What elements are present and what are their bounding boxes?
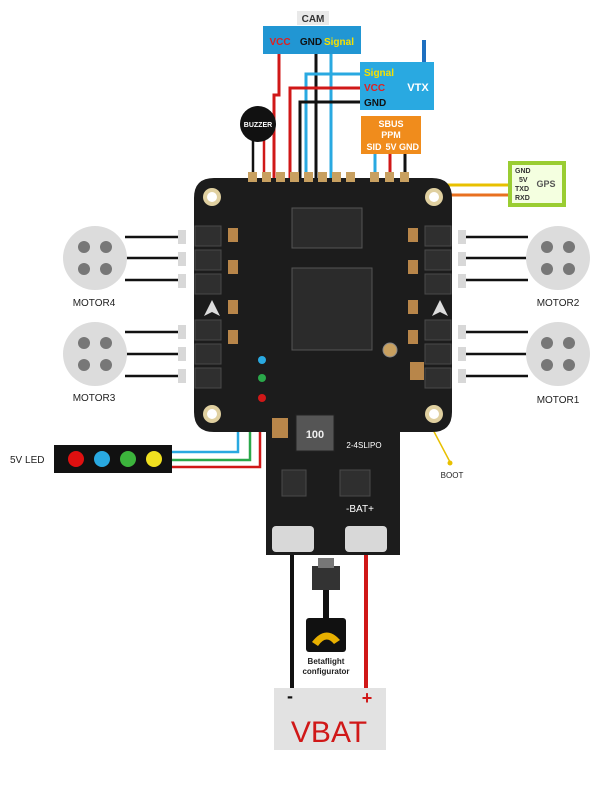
motor1: MOTOR1 [526,322,590,406]
motor4: MOTOR4 [63,226,127,309]
vbat-minus: - [287,686,293,706]
inductor-label: 100 [306,429,324,441]
motor1-wires [462,330,528,378]
vtx-gnd-label: GND [364,98,386,109]
cam-vcc-wire [272,54,281,178]
buzzer: BUZZER [240,106,276,142]
sbus-label: SBUS [378,119,403,129]
vbat-battery: - + VBAT [274,686,386,750]
motor2-wires [462,235,528,282]
gps-txd-label: TXD [515,186,529,193]
motor2-label: MOTOR2 [537,298,580,309]
sbus-block: SBUS PPM SID 5V GND [361,116,421,154]
betaflight-configurator: Betaflight configurator [302,618,350,676]
bat-label: -BAT+ [346,504,374,515]
gps-block: GND 5V TXD RXD GPS [508,161,566,207]
cam-gnd-label: GND [300,37,322,48]
cam-signal-label: Signal [324,37,354,48]
vtx-title: VTX [407,82,429,94]
usb-plug-tip [318,558,334,568]
motor3-wires [125,330,178,378]
vtx-signal-wire [304,72,362,178]
vbat-plus: + [362,688,373,708]
sbus-gnd-label: GND [399,142,420,152]
motor4-label: MOTOR4 [73,298,116,309]
motor1-label: MOTOR1 [537,395,580,406]
gps-rxd-label: RXD [515,195,530,202]
flight-controller-board [178,172,466,555]
motor4-wires [125,235,178,282]
motor3-label: MOTOR3 [73,393,116,404]
cam-title: CAM [302,14,325,25]
motor2: MOTOR2 [526,226,590,309]
buzzer-label: BUZZER [244,122,272,129]
gps-title: GPS [536,179,555,189]
vtx-block: Signal VCC GND VTX [360,62,434,110]
lipo-label: 2-4SLIPO [346,441,381,450]
vbat-label: VBAT [291,716,367,749]
cam-vcc-label: VCC [269,37,290,48]
vtx-vcc-label: VCC [364,83,385,94]
sbus-5v-label: 5V [385,142,396,152]
ppm-label: PPM [381,130,401,140]
gps-5v-label: 5V [519,177,528,184]
boot-wire-end [447,460,453,466]
motor3: MOTOR3 [63,322,127,404]
vtx-vcc-wire [288,86,362,178]
led-label: 5V LED [10,455,44,466]
vtx-signal-label: Signal [364,68,394,79]
boot-button [382,342,398,358]
led-strip: 5V LED [10,445,172,473]
configurator-line2: configurator [302,667,349,676]
usb-plug [312,566,340,590]
boot-label: BOOT [441,471,464,480]
sbus-sid-label: SID [366,142,382,152]
gps-gnd-label: GND [515,168,531,175]
configurator-line1: Betaflight [308,657,345,666]
cam-block: CAM VCC GND Signal [263,11,361,54]
vtx-gnd-wire [298,100,362,178]
